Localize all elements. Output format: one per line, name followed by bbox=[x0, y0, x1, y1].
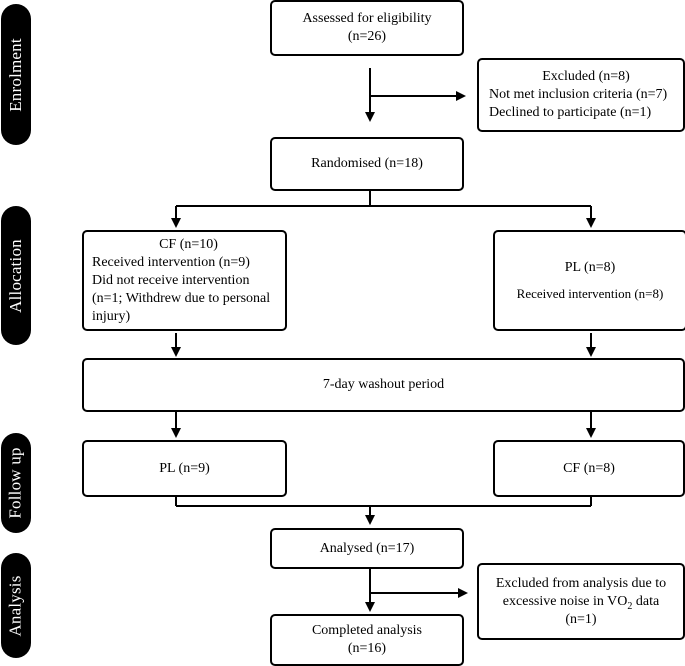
randomised-box: Randomised (n=18) bbox=[270, 137, 464, 191]
assessed-label: Assessed for eligibility bbox=[302, 11, 432, 26]
excluded-analysis-line-2-pre: excessive noise in VO bbox=[502, 593, 628, 609]
cf-allocation-title: CF (n=10) bbox=[159, 236, 218, 252]
washout-label: 7-day washout period bbox=[322, 377, 445, 392]
excluded-analysis-line-3: (n=1) bbox=[565, 611, 597, 627]
excluded-analysis-line-2-sub: 2 bbox=[627, 600, 633, 612]
pl-allocation-title: PL (n=8) bbox=[564, 259, 616, 275]
stage-label-enrolment: Enrolment bbox=[1, 4, 31, 145]
excluded-analysis-line-1: Excluded from analysis due to bbox=[495, 575, 667, 591]
cf-allocation-line-2: Did not receive intervention bbox=[92, 272, 250, 288]
pl-allocation-box: PL (n=8) Received intervention (n=8) bbox=[493, 230, 685, 331]
excluded-reason-2: Declined to participate (n=1) bbox=[489, 105, 652, 120]
stage-label-follow-up-text: Follow up bbox=[6, 447, 26, 519]
cf-allocation-line-1: Received intervention (n=9) bbox=[92, 254, 250, 270]
stage-label-analysis: Analysis bbox=[1, 553, 31, 658]
stage-label-follow-up: Follow up bbox=[1, 433, 31, 533]
stage-label-allocation: Allocation bbox=[1, 206, 31, 345]
assessed-count: (n=26) bbox=[347, 29, 387, 44]
followup-pl-box: PL (n=9) bbox=[82, 440, 287, 497]
cf-allocation-line-3: (n=1; Withdrew due to personal bbox=[92, 290, 271, 306]
stage-label-analysis-text: Analysis bbox=[6, 574, 26, 637]
excluded-title: Excluded (n=8) bbox=[542, 69, 630, 84]
pl-allocation-line-1: Received intervention (n=8) bbox=[516, 285, 664, 301]
analysed-label: Analysed (n=17) bbox=[319, 540, 415, 556]
analysed-box: Analysed (n=17) bbox=[270, 528, 464, 569]
followup-cf-box: CF (n=8) bbox=[493, 440, 685, 497]
washout-box: 7-day washout period bbox=[82, 358, 685, 412]
cf-allocation-line-4: injury) bbox=[92, 308, 131, 324]
excluded-box: Excluded (n=8) Not met inclusion criteri… bbox=[477, 58, 685, 132]
completed-count: (n=16) bbox=[347, 641, 387, 656]
stage-label-enrolment-text: Enrolment bbox=[6, 37, 25, 112]
excluded-reason-1: Not met inclusion criteria (n=7) bbox=[489, 87, 668, 102]
cf-allocation-box: CF (n=10) Received intervention (n=9) Di… bbox=[82, 230, 287, 331]
followup-cf-label: CF (n=8) bbox=[563, 460, 615, 476]
stage-label-allocation-text: Allocation bbox=[6, 238, 26, 313]
excluded-analysis-line-2-post: data bbox=[632, 593, 660, 609]
randomised-label: Randomised (n=18) bbox=[311, 156, 423, 171]
excluded-analysis-box: Excluded from analysis due to excessive … bbox=[477, 563, 685, 640]
completed-box: Completed analysis (n=16) bbox=[270, 614, 464, 666]
excluded-analysis-line-2: excessive noise in VO2 data bbox=[503, 593, 659, 611]
followup-pl-label: PL (n=9) bbox=[159, 460, 210, 476]
assessed-box: Assessed for eligibility (n=26) bbox=[270, 0, 464, 56]
completed-label: Completed analysis bbox=[311, 623, 423, 638]
